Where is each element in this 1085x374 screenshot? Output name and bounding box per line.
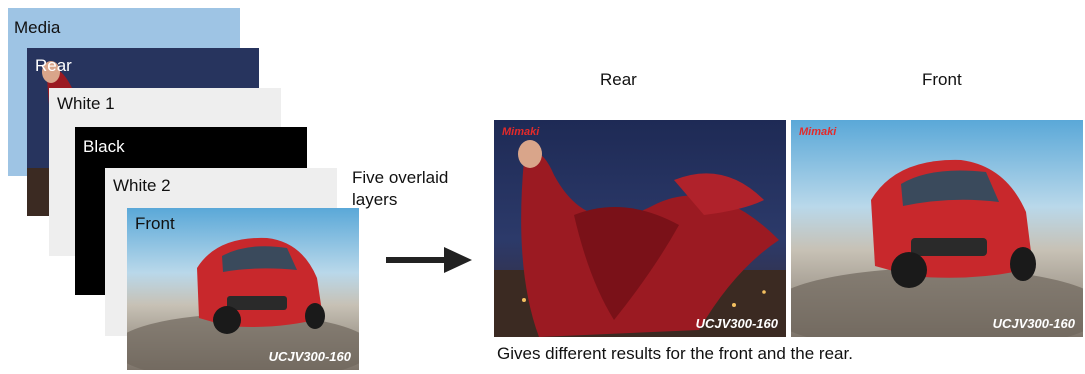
- five-layers-caption-line-2: layers: [352, 190, 398, 209]
- result-rear-brand: Mimaki: [502, 126, 540, 138]
- front-layer-model-text: UCJV300-160: [268, 349, 351, 364]
- layer-label-black: Black: [83, 137, 125, 156]
- layer-label-front: Front: [135, 214, 175, 233]
- layer-front: Front UCJV300-160: [127, 208, 359, 370]
- result-heading-front: Front: [922, 70, 962, 89]
- five-layers-caption: Five overlaid layers: [352, 167, 482, 211]
- result-rear-illustration: [494, 140, 786, 337]
- right-arrow-icon: [386, 247, 472, 273]
- result-front-illustration: [791, 159, 1083, 337]
- layer-label-media: Media: [14, 18, 61, 37]
- layer-label-white-1: White 1: [57, 94, 115, 113]
- conclusion-text: Gives different results for the front an…: [497, 344, 853, 363]
- result-heading-rear: Rear: [600, 70, 637, 89]
- layer-label-rear: Rear: [35, 56, 72, 75]
- layer-label-white-2: White 2: [113, 176, 171, 195]
- result-rear-model: UCJV300-160: [695, 316, 778, 331]
- result-front-model: UCJV300-160: [992, 316, 1075, 331]
- front-layer-image: [127, 237, 359, 370]
- result-image-front: Mimaki UCJV300-160: [791, 120, 1083, 337]
- result-image-rear: Mimaki UCJV300-160: [494, 120, 786, 337]
- five-layers-caption-line-1: Five overlaid: [352, 168, 449, 187]
- result-front-brand: Mimaki: [799, 126, 837, 138]
